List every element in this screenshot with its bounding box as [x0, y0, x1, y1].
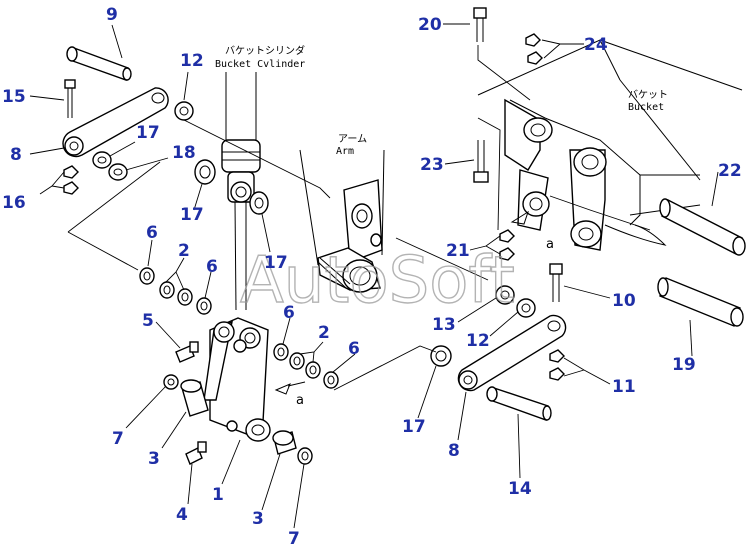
callout-2: 2 [318, 323, 330, 343]
callout-12: 12 [180, 51, 204, 71]
callout-18: 18 [172, 143, 196, 163]
bolt-23 [473, 140, 489, 183]
bolt-20 [473, 7, 487, 42]
bolt-10 [549, 263, 563, 302]
callout-6: 6 [146, 223, 158, 243]
bolt-15 [64, 79, 76, 118]
callout-23: 23 [420, 155, 444, 175]
callout-14: 14 [508, 479, 532, 499]
pin-22 [659, 198, 746, 256]
component-labels: バケットシリンダ Bucket Cvlinder アーム Arm バケット Bu… [215, 44, 668, 408]
callout-16: 16 [2, 193, 26, 213]
washers-left [92, 101, 269, 215]
bushings-3 [180, 379, 297, 455]
reference-a-left: a [296, 393, 304, 408]
bucket [477, 39, 743, 251]
pin-9 [66, 46, 132, 81]
callout-numbers: 9 15 8 16 12 17 18 17 17 6 2 6 5 6 2 6 7… [2, 5, 742, 548]
callout-15: 15 [2, 87, 26, 107]
reference-a-right: a [546, 237, 554, 252]
callout-7: 7 [112, 429, 124, 449]
callout-9: 9 [106, 5, 118, 25]
leader-lines [29, 23, 719, 529]
callout-17: 17 [264, 253, 288, 273]
pin-19 [657, 277, 744, 327]
nuts-24 [525, 33, 543, 65]
arrow-a-right-icon [510, 210, 529, 225]
callout-3: 3 [148, 449, 160, 469]
callout-1: 1 [212, 485, 224, 505]
bucket-cylinder [221, 72, 261, 311]
label-bucket-en: Bucket [628, 102, 664, 113]
callout-20: 20 [418, 15, 442, 35]
callout-8: 8 [448, 441, 460, 461]
arrow-a-left-icon [274, 383, 291, 395]
link-left [62, 87, 169, 158]
callout-12: 12 [466, 331, 490, 351]
pin-14 [486, 386, 552, 421]
callout-21: 21 [446, 241, 470, 261]
callout-13: 13 [432, 315, 456, 335]
nuts-21 [499, 229, 515, 261]
seals-and-shims [139, 267, 339, 465]
link-right [457, 314, 567, 392]
callout-17: 17 [136, 123, 160, 143]
watermark: AutoSoft [240, 244, 515, 318]
callout-3: 3 [252, 509, 264, 529]
grease-fittings [175, 341, 207, 465]
callout-6: 6 [348, 339, 360, 359]
label-arm-jp: アーム [338, 133, 367, 145]
callout-4: 4 [176, 505, 188, 525]
link-assembly-1 [203, 317, 271, 442]
callout-6: 6 [206, 257, 218, 277]
label-arm-en: Arm [336, 146, 354, 157]
callout-19: 19 [672, 355, 696, 375]
callout-8: 8 [10, 145, 22, 165]
callout-24: 24 [584, 35, 608, 55]
nuts-16 [63, 165, 79, 195]
label-bucket-cylinder-jp: バケットシリンダ [225, 44, 305, 57]
label-bucket-jp: バケット [628, 89, 668, 101]
callout-2: 2 [178, 241, 190, 261]
callout-17: 17 [402, 417, 426, 437]
arm [299, 149, 385, 293]
callout-11: 11 [612, 377, 636, 397]
callout-5: 5 [142, 311, 154, 331]
label-bucket-cylinder-en: Bucket Cvlinder [215, 59, 305, 70]
callout-17: 17 [180, 205, 204, 225]
callout-10: 10 [612, 291, 636, 311]
callout-6: 6 [283, 303, 295, 323]
washers-right [430, 285, 536, 367]
callout-7: 7 [288, 529, 300, 548]
callout-22: 22 [718, 161, 742, 181]
nuts-11 [549, 349, 565, 381]
